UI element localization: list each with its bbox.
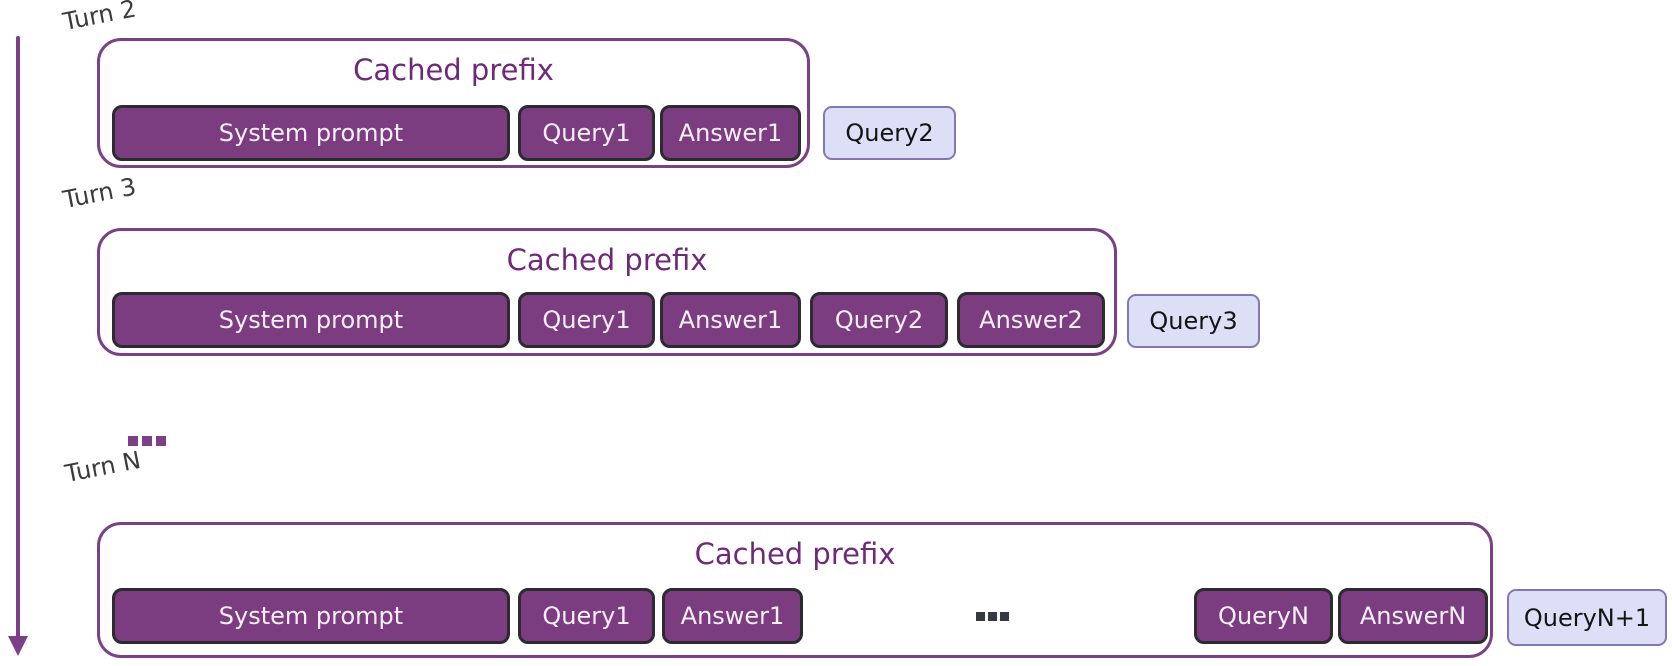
- turn-label-n: Turn N: [62, 445, 144, 488]
- cached-prefix-title: Cached prefix: [506, 243, 708, 277]
- new-query-block-query3: Query3: [1127, 294, 1260, 348]
- ellipsis-in-cache-icon: ...: [976, 612, 1009, 621]
- turn-label-2: Turn 2: [60, 0, 139, 36]
- block-answer1: Answer1: [662, 588, 803, 644]
- block-system-prompt: System prompt: [112, 292, 510, 348]
- new-query-block-queryN1: QueryN+1: [1507, 589, 1667, 646]
- turn-progression-arrow-head-icon: [8, 636, 28, 656]
- block-queryN: QueryN: [1194, 588, 1333, 644]
- new-query-block-query2: Query2: [823, 106, 956, 160]
- ellipsis-between-turns-icon: ...: [128, 436, 166, 446]
- turn-label-3: Turn 3: [60, 172, 139, 214]
- turn-progression-arrow-line: [16, 36, 20, 638]
- block-query1: Query1: [518, 292, 655, 348]
- block-answer2: Answer2: [957, 292, 1105, 348]
- block-answerN: AnswerN: [1338, 588, 1488, 644]
- block-query1: Query1: [518, 588, 655, 644]
- block-query2: Query2: [810, 292, 948, 348]
- cached-prefix-title: Cached prefix: [694, 537, 896, 571]
- cached-prefix-title: Cached prefix: [353, 53, 554, 87]
- block-query1: Query1: [518, 105, 655, 161]
- block-system-prompt: System prompt: [112, 105, 510, 161]
- block-answer1: Answer1: [660, 292, 801, 348]
- block-answer1: Answer1: [660, 105, 801, 161]
- block-system-prompt: System prompt: [112, 588, 510, 644]
